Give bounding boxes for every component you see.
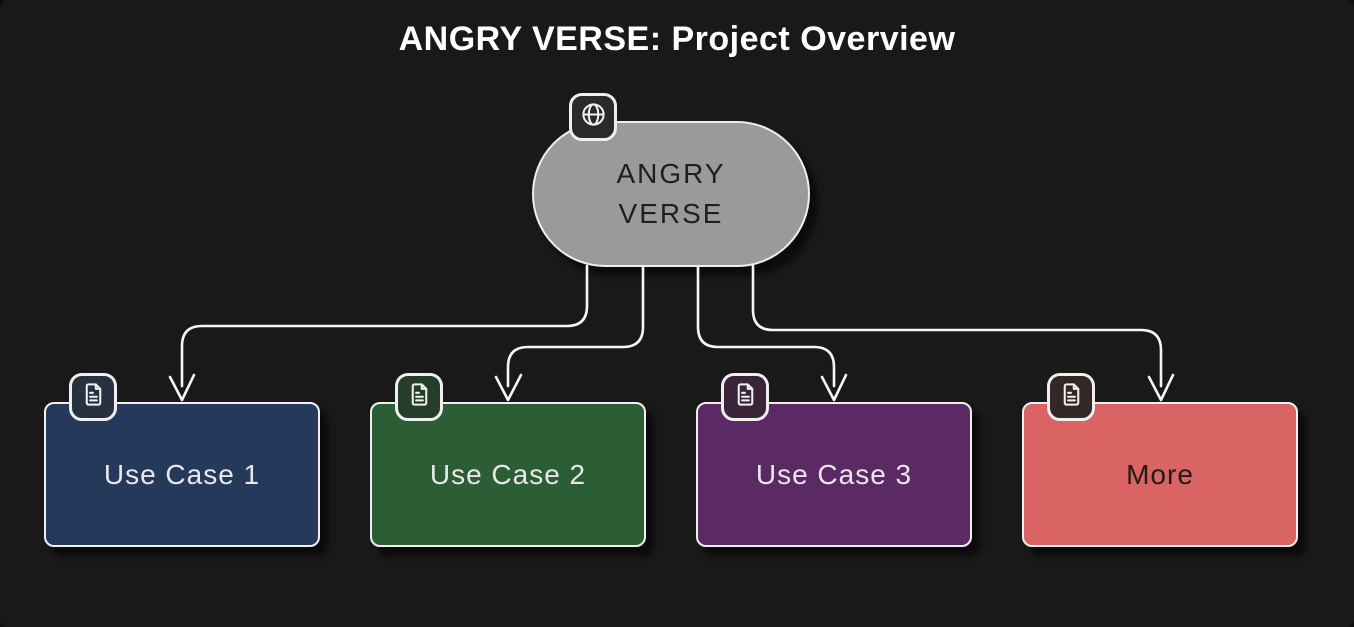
arrowhead-use-case-1 [168,373,196,402]
file-text-icon [80,381,107,413]
file-text-icon-badge [721,373,769,421]
connector-root-to-use-case-2 [506,264,645,388]
node-use-case-3: Use Case 3 [696,373,972,547]
file-text-icon-badge [69,373,117,421]
node-use-case-2: Use Case 2 [370,373,646,547]
file-text-icon-badge [1047,373,1095,421]
node-label: More [1126,458,1194,490]
node-use-case-1: Use Case 1 [44,373,320,547]
file-text-icon-badge [395,373,443,421]
connector-root-to-use-case-1 [180,264,589,388]
globe-icon-badge [569,93,617,141]
node-label: Use Case 3 [755,458,913,490]
connector-root-to-more [751,264,1163,388]
root-label-line-1: ANGRY [616,158,726,189]
globe-icon [580,101,607,133]
arrowhead-use-case-3 [820,373,848,402]
file-text-icon [732,381,759,413]
connector-root-to-use-case-3 [696,264,836,388]
file-text-icon [1058,381,1085,413]
root-node-angry-verse: ANGRY VERSE [532,93,810,267]
node-label: Use Case 2 [429,458,587,490]
root-label-line-2: VERSE [618,198,724,229]
node-label: Use Case 1 [103,458,261,490]
arrowhead-use-case-2 [494,373,523,402]
root-node-label: ANGRY VERSE [616,154,725,234]
diagram-title: ANGRY VERSE: Project Overview [398,20,956,58]
arrowhead-more [1147,373,1175,402]
node-more: More [1022,373,1298,547]
file-text-icon [406,381,433,413]
